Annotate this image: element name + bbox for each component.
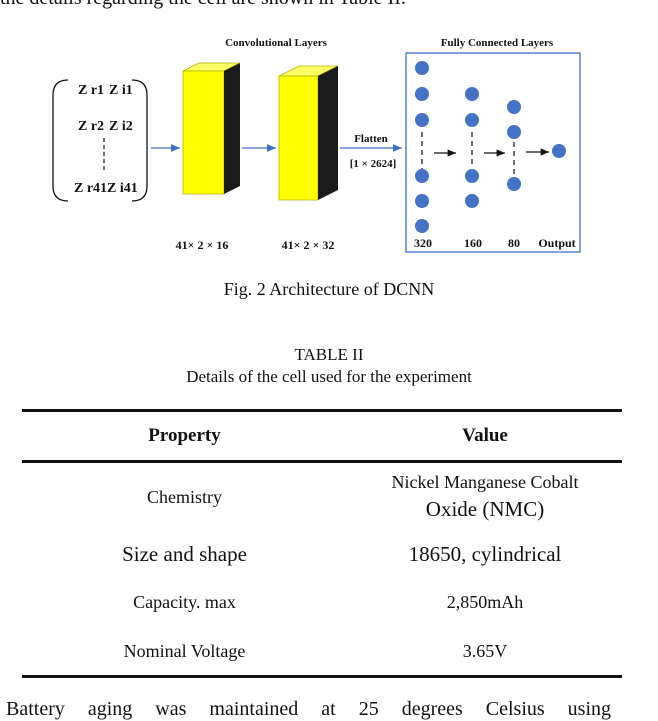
row-chemistry-property: Chemistry xyxy=(147,487,222,507)
output-node xyxy=(552,144,566,158)
row-voltage-value: 3.65V xyxy=(462,641,508,661)
matrix-cell-zi1: Z i1 xyxy=(109,83,133,98)
fc-layer-320 xyxy=(415,61,429,233)
matrix-cell-zi2: Z i2 xyxy=(109,119,133,134)
conv-block-2 xyxy=(278,65,339,201)
fc-label-80: 80 xyxy=(508,236,520,250)
matrix-cell-zr2: Z r2 xyxy=(78,119,104,134)
fc-layer-80 xyxy=(507,100,521,191)
table-title: Details of the cell used for the experim… xyxy=(186,367,472,386)
fc-label-320: 320 xyxy=(414,236,432,250)
flatten-size: [1 × 2624] xyxy=(350,158,397,170)
matrix-cell-zr1: Z r1 xyxy=(78,83,104,98)
table-top-rule xyxy=(22,409,622,412)
header-value: Value xyxy=(462,425,508,446)
row-capacity-value: 2,850mAh xyxy=(446,592,524,612)
table-heading: TABLE II Details of the cell used for th… xyxy=(0,344,658,388)
conv-block-1 xyxy=(182,62,241,195)
row-capacity-property: Capacity. max xyxy=(133,592,236,612)
table-number: TABLE II xyxy=(294,345,364,364)
intro-text: the details regarding the cell are shown… xyxy=(0,0,406,10)
outro-text: Battery aging was maintained at 25 degre… xyxy=(6,698,612,720)
dcnn-architecture-diagram: Convolutional Layers Fully Connected Lay… xyxy=(52,37,581,253)
fc-label-160: 160 xyxy=(464,236,482,250)
row-size-value: 18650, cylindrical xyxy=(408,542,562,566)
fc-layer-160 xyxy=(465,87,479,208)
fc-box xyxy=(405,52,581,253)
row-voltage-property: Nominal Voltage xyxy=(123,641,246,661)
conv1-dims: 41× 2 × 16 xyxy=(176,238,229,252)
row-chemistry-value-line2: Oxide (NMC) xyxy=(425,497,545,521)
figure-caption: Fig. 2 Architecture of DCNN xyxy=(223,279,435,299)
matrix-cell-zr41: Z r41 xyxy=(74,181,107,196)
conv-layers-title: Convolutional Layers xyxy=(225,37,327,49)
table-header-rule xyxy=(22,460,622,463)
header-property: Property xyxy=(148,425,221,446)
input-matrix: Z r1 Z i1 Z r2 Z i2 Z r41 Z i41 xyxy=(52,79,148,202)
row-size-property: Size and shape xyxy=(122,542,247,566)
fc-layers-title: Fully Connected Layers xyxy=(441,37,554,49)
flatten-label: Flatten xyxy=(354,133,388,145)
row-chemistry-value-line1: Nickel Manganese Cobalt xyxy=(391,472,579,492)
conv2-dims: 41× 2 × 32 xyxy=(282,238,335,252)
matrix-cell-zi41: Z i41 xyxy=(107,181,138,196)
table-bottom-rule xyxy=(22,675,622,678)
fc-label-output: Output xyxy=(538,236,575,250)
